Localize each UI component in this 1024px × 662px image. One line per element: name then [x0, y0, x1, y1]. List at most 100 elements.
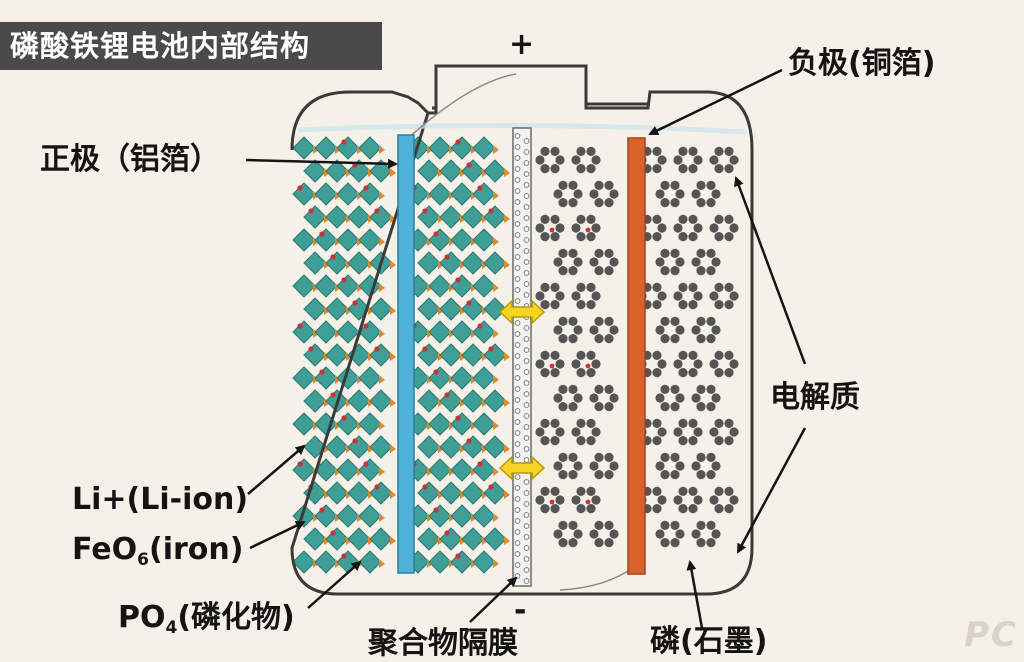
crystal-tile: [336, 458, 360, 482]
graphite-atom: [660, 316, 670, 326]
phosphate-tile: [390, 260, 396, 269]
crystal-tile: [358, 504, 382, 528]
graphite-atom: [696, 470, 706, 480]
graphite-atom: [709, 359, 719, 369]
graphite-atom: [594, 384, 604, 394]
graphite-atom: [573, 325, 583, 335]
graphite-atom: [591, 155, 601, 165]
graphite-atom: [550, 300, 560, 310]
anode-foil-pointer: [648, 68, 783, 136]
li-ion-dot: [549, 499, 555, 505]
graphite-atom: [657, 427, 667, 437]
graphite-atom: [660, 452, 670, 462]
graphite-atom: [678, 436, 688, 446]
graphite-atom: [660, 180, 670, 190]
separator-pore: [523, 413, 530, 419]
phosphate-tile: [379, 145, 385, 154]
graphite-atom: [670, 316, 680, 326]
graphite-atom: [691, 257, 701, 267]
separator-pore: [514, 573, 521, 579]
crystal-tile: [303, 251, 327, 275]
crystal-tile: [417, 435, 441, 459]
separator-pore: [523, 259, 530, 265]
separator-pore: [523, 435, 530, 441]
crystal-tile: [461, 481, 485, 505]
crystal-tile: [472, 550, 496, 574]
crystal-tile: [314, 550, 338, 574]
graphite-atom: [576, 164, 586, 174]
crystal-tile: [483, 205, 507, 229]
li-ion-dot: [330, 392, 336, 398]
graphite-atom: [568, 452, 578, 462]
crystal-tile: [428, 504, 452, 528]
graphite-atom: [550, 164, 560, 174]
graphite-atom: [696, 316, 706, 326]
positive-wire: [405, 73, 517, 141]
graphite-atom: [540, 232, 550, 242]
separator-pore: [514, 485, 521, 491]
crystal-tile: [325, 159, 349, 183]
li-ion-dot: [341, 139, 347, 145]
crystal-tile: [461, 527, 485, 551]
graphite-atom: [714, 504, 724, 514]
graphite-atom: [678, 214, 688, 224]
graphite-atom: [657, 359, 667, 369]
phosphate-tile: [379, 559, 385, 568]
li-ion-dot: [352, 300, 358, 306]
graphite-atom: [568, 384, 578, 394]
crystal-tile: [439, 389, 463, 413]
watermark-logo: PC: [964, 615, 1018, 655]
graphite-atom: [678, 146, 688, 156]
terminal-cap: [432, 64, 648, 110]
crystal-tile: [292, 228, 316, 252]
crystal-tile: [417, 297, 441, 321]
separator-pore: [523, 226, 530, 232]
crystal-tile: [428, 136, 452, 160]
graphite-atom: [714, 164, 724, 174]
crystal-tile: [336, 182, 360, 206]
graphite-atom: [678, 232, 688, 242]
li-ion-dot: [363, 461, 369, 467]
separator-pore: [514, 199, 521, 205]
graphite-atom: [573, 393, 583, 403]
crystal-tile: [483, 527, 507, 551]
graphite-atom: [673, 359, 683, 369]
crystal-tile: [428, 366, 452, 390]
crystal-tile: [472, 182, 496, 206]
graphite-atom: [540, 164, 550, 174]
crystal-tile: [336, 274, 360, 298]
phosphate-tile: [379, 283, 385, 292]
separator-pore: [523, 182, 530, 188]
graphite-atom: [604, 538, 614, 548]
graphite-atom: [709, 427, 719, 437]
crystal-tile: [428, 412, 452, 436]
li-ion-dot: [444, 392, 450, 398]
separator-label: 聚合物隔膜: [368, 626, 518, 661]
li-ion-dot: [488, 484, 494, 490]
graphite-atom: [589, 325, 599, 335]
crystal-tile: [303, 343, 327, 367]
crystal-tile: [483, 297, 507, 321]
separator-pore: [514, 474, 521, 480]
graphite-atom: [660, 402, 670, 412]
crystal-tile: [450, 320, 474, 344]
graphite-atom: [604, 248, 614, 258]
graphite-atom: [571, 495, 581, 505]
separator-pore: [514, 364, 521, 370]
graphite-atom: [594, 538, 604, 548]
graphite-atom: [553, 325, 563, 335]
li-ion-dot: [455, 277, 461, 283]
negative-terminal-sign: -: [514, 593, 527, 628]
graphite-atom: [693, 291, 703, 301]
graphite-atom: [706, 334, 716, 344]
crystal-tile: [358, 458, 382, 482]
graphite-atom: [657, 291, 667, 301]
graphite-atom: [652, 282, 662, 292]
graphite-atom: [573, 529, 583, 539]
graphite-atom: [696, 384, 706, 394]
graphite-atom: [555, 291, 565, 301]
graphite-atom: [555, 155, 565, 165]
phosphate-tile: [504, 352, 510, 361]
